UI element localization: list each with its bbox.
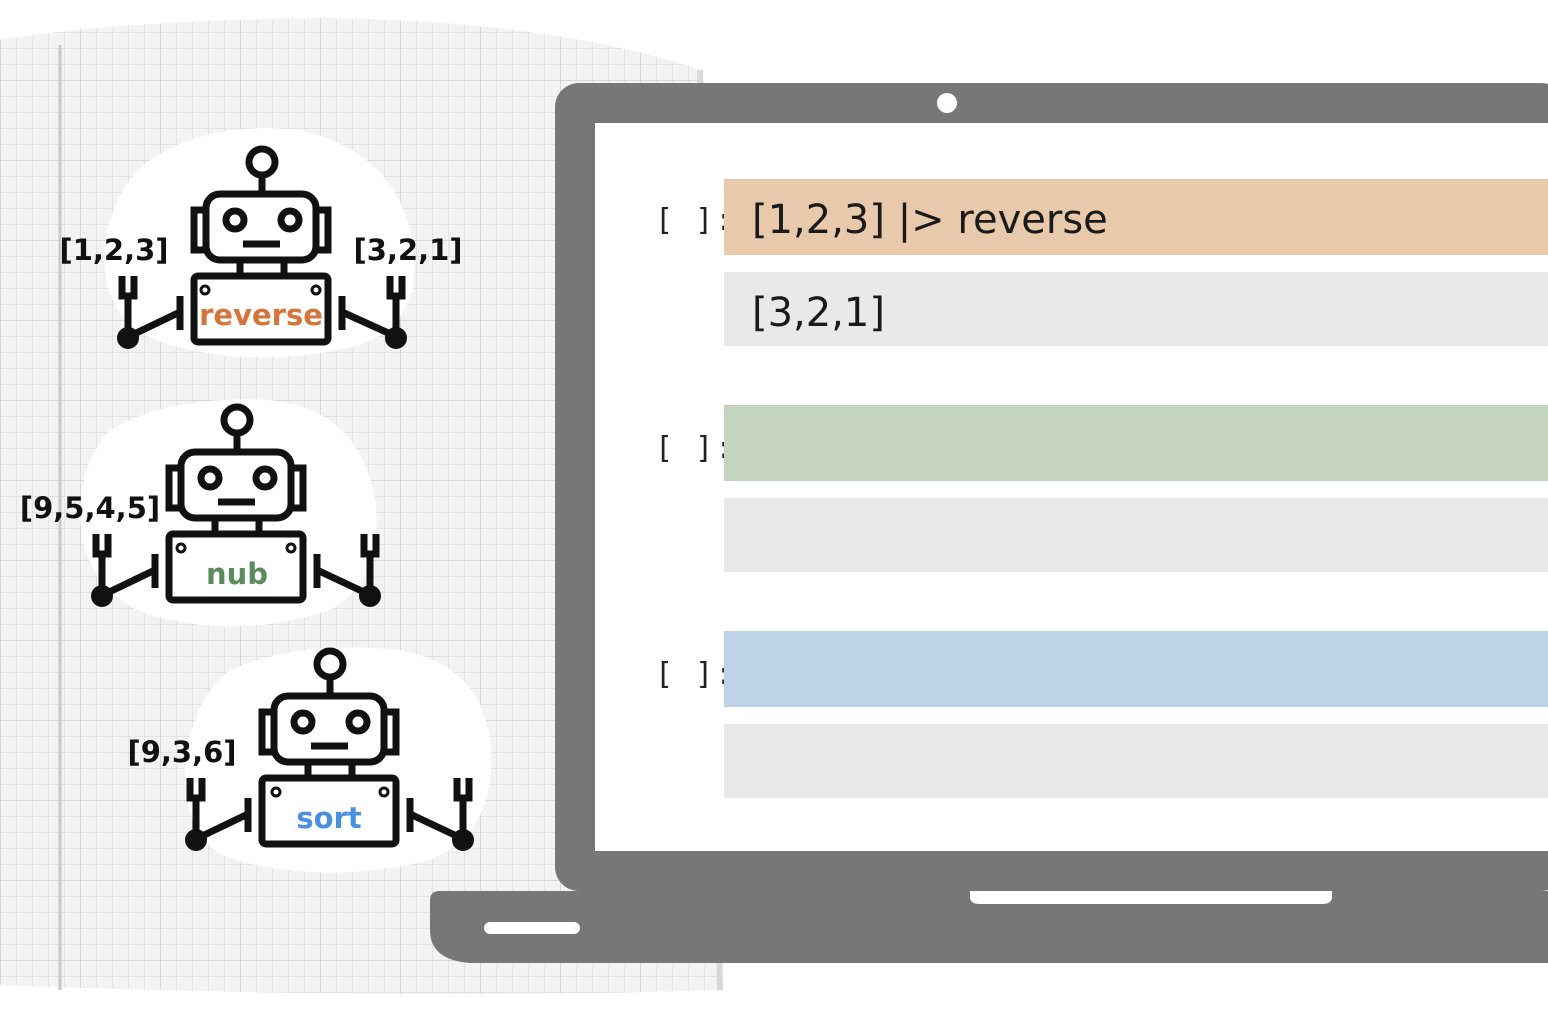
cell-output-area: [724, 498, 1548, 572]
notebook-cell-1[interactable]: [ ]: [1,2,3] |> reverse [3,2,1]: [655, 179, 1548, 346]
robot-label: nub: [206, 557, 268, 591]
cell-output-area: [724, 272, 1548, 346]
cell-input-area: [724, 631, 1548, 707]
robot-reverse: reverse [1,2,3] [3,2,1]: [59, 128, 463, 358]
cell-output-text: [3,2,1]: [752, 290, 885, 336]
robot-label: sort: [296, 801, 361, 835]
notebook-cell-2[interactable]: [ ]:: [655, 405, 1548, 572]
webcam-icon: [937, 93, 957, 113]
notebook-cell-3[interactable]: [ ]:: [655, 631, 1548, 798]
cell-input-area: [724, 179, 1548, 255]
robot-input: [1,2,3]: [59, 233, 168, 267]
cell-output-area: [724, 724, 1548, 798]
robot-input: [9,5,4,5]: [20, 491, 160, 525]
laptop-vent: [484, 922, 580, 934]
cell-input-area: [724, 405, 1548, 481]
robot-icon: [118, 145, 406, 346]
robot-icon: [186, 647, 473, 848]
robot-nub: nub [9,5,4,5]: [20, 399, 381, 627]
trackpad-notch: [970, 891, 1332, 904]
cell-input-text: [1,2,3] |> reverse: [752, 197, 1108, 243]
cell-prompt: [ ]:: [655, 203, 735, 238]
robot-input: [9,3,6]: [127, 735, 236, 769]
robot-label: reverse: [199, 298, 323, 332]
cell-prompt: [ ]:: [655, 431, 735, 466]
laptop-base: [430, 891, 1548, 963]
cell-prompt: [ ]:: [655, 657, 735, 692]
robot-icon: [92, 403, 380, 604]
robot-sort: sort [9,3,6]: [127, 647, 492, 873]
robot-output: [3,2,1]: [353, 233, 462, 267]
